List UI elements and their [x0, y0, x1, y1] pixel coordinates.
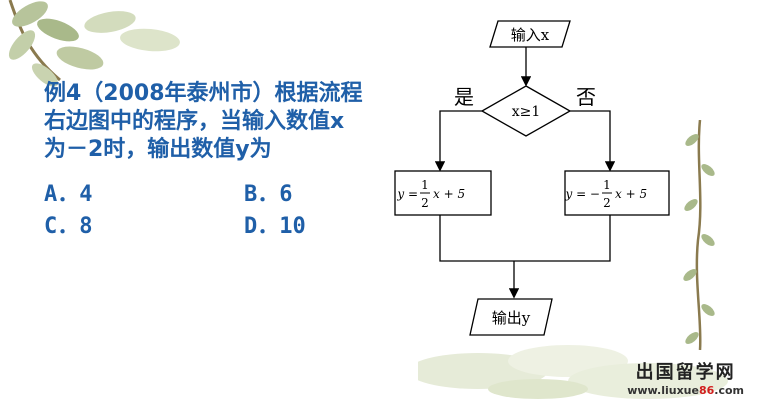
watermark-url-prefix: www.liuxue: [627, 384, 699, 397]
output-box: [469, 298, 553, 336]
option-d: D．10: [244, 214, 306, 239]
no-formula-denominator: 2: [603, 196, 611, 210]
question-line-1: 例4（2008年泰州市）根据流程: [44, 81, 363, 106]
question-text: 例4（2008年泰州市）根据流程 右边图中的程序，当输入数值x 为－2时，输出数…: [44, 80, 414, 164]
no-formula-rhs: x + 5: [615, 187, 647, 201]
no-label: 否: [576, 85, 596, 109]
vine-decoration-right: [683, 120, 715, 350]
input-label: 输入x: [511, 26, 550, 44]
watermark-title: 出国留学网: [635, 362, 736, 383]
decision-diamond: [480, 85, 572, 137]
yes-formula-rhs: x + 5: [433, 187, 465, 201]
no-formula-numerator: 1: [603, 178, 611, 192]
yes-formula-denominator: 2: [421, 196, 429, 210]
watermark-url-highlight: 86: [698, 384, 715, 397]
site-watermark: 出国留学网 www.liuxue86.com: [627, 358, 744, 397]
no-process-box: [564, 170, 670, 216]
output-label: 输出y: [492, 309, 531, 327]
condition-label: x≥1: [512, 104, 541, 120]
yes-formula-lhs: y =: [396, 187, 418, 201]
yes-formula: y = 1 2 x + 5: [396, 178, 465, 210]
no-formula: y = − 1 2 x + 5: [564, 178, 647, 210]
merge-line: [439, 215, 611, 262]
no-formula-lhs: y = −: [564, 187, 600, 201]
watermark-url: www.liuxue86.com: [627, 384, 744, 397]
input-box: [489, 20, 571, 48]
option-b: B．6: [244, 182, 293, 207]
question-line-2: 右边图中的程序，当输入数值x: [44, 109, 345, 134]
question-line-3: 为－2时，输出数值y为: [44, 137, 272, 162]
no-branch-line: [570, 110, 616, 172]
watermark-url-suffix: .com: [714, 384, 744, 397]
flowchart: 输入x x≥1 是 否 y = 1 2 x + 5 y = − 1 2 x + …: [394, 20, 670, 336]
option-a: A．4: [44, 182, 93, 207]
yes-formula-numerator: 1: [421, 178, 429, 192]
yes-branch-line: [434, 110, 482, 172]
yes-process-box: [394, 170, 492, 216]
yes-label: 是: [454, 85, 474, 109]
option-c: C．8: [44, 214, 93, 239]
